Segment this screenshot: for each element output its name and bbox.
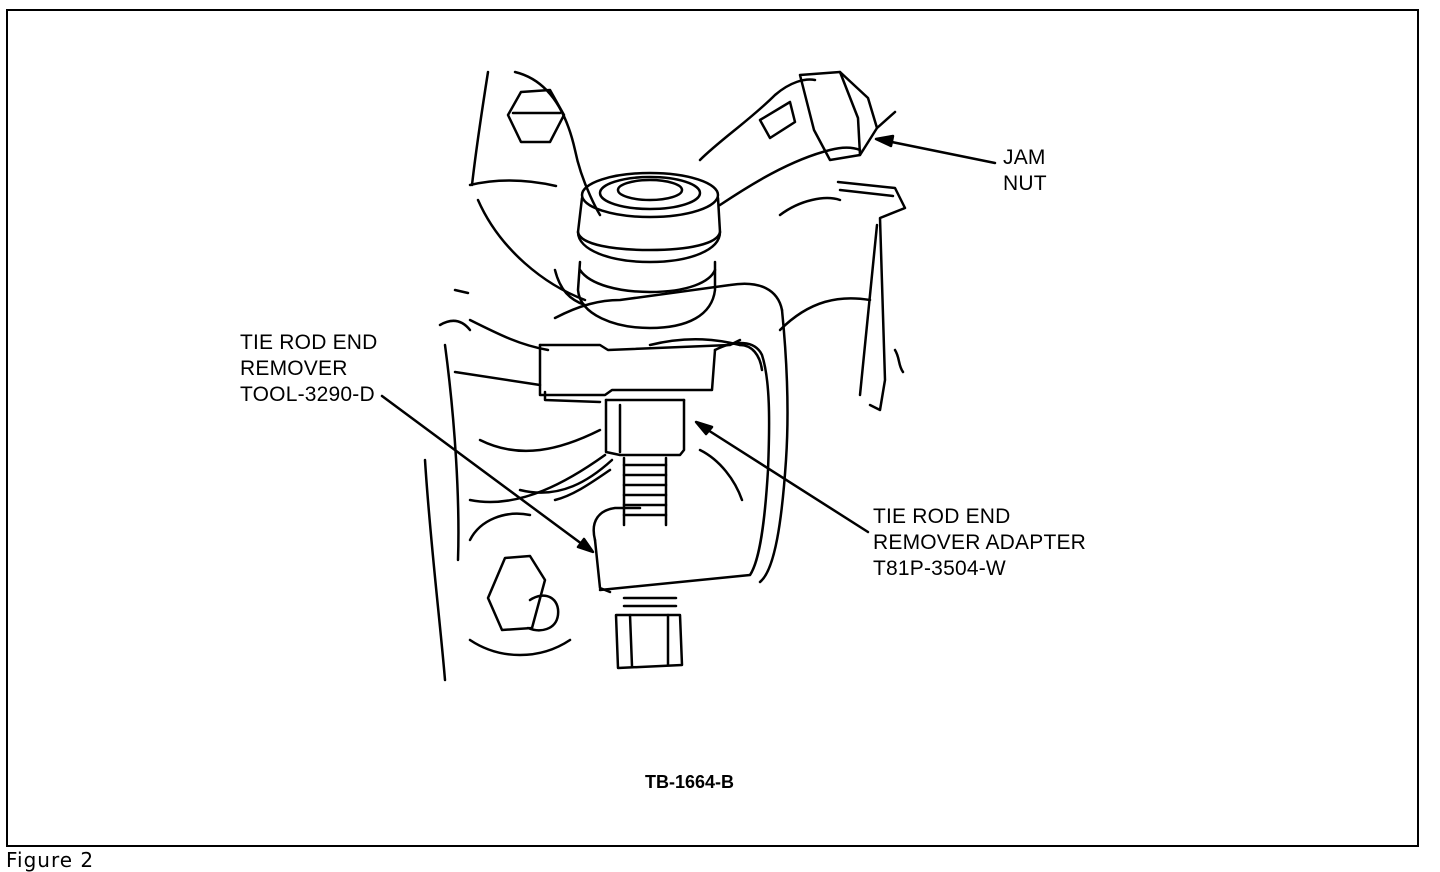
jam-nut (798, 70, 897, 162)
label-line: REMOVER ADAPTER (873, 531, 1087, 554)
leader-lines (380, 134, 997, 554)
steering-knuckle (423, 70, 614, 682)
remover-adapter (604, 398, 686, 457)
figure-frame (6, 9, 1419, 847)
figure-caption: Figure 2 (6, 848, 95, 872)
label-line: JAM (1003, 146, 1046, 169)
lower-nut (486, 554, 560, 632)
ball-socket (576, 171, 722, 330)
upper-bolt (506, 88, 566, 144)
label-line: TIE ROD END (873, 505, 1011, 528)
drawing-code: TB-1664-B (645, 772, 735, 792)
remover-tool-label: TIE ROD END REMOVER TOOL-3290-D (240, 330, 378, 408)
label-line: NUT (1003, 172, 1047, 195)
forcing-screw (614, 456, 684, 670)
bracket (778, 180, 907, 412)
jam-nut-label: JAM NUT (1003, 145, 1047, 197)
label-line: T81P-3504-W (873, 557, 1006, 580)
tie-rod-shaft (698, 78, 862, 207)
remover-tool (538, 282, 789, 594)
remover-adapter-label: TIE ROD END REMOVER ADAPTER T81P-3504-W (873, 504, 1086, 582)
label-line: REMOVER (240, 357, 348, 380)
label-line: TIE ROD END (240, 331, 378, 354)
label-line: TOOL-3290-D (240, 383, 375, 406)
